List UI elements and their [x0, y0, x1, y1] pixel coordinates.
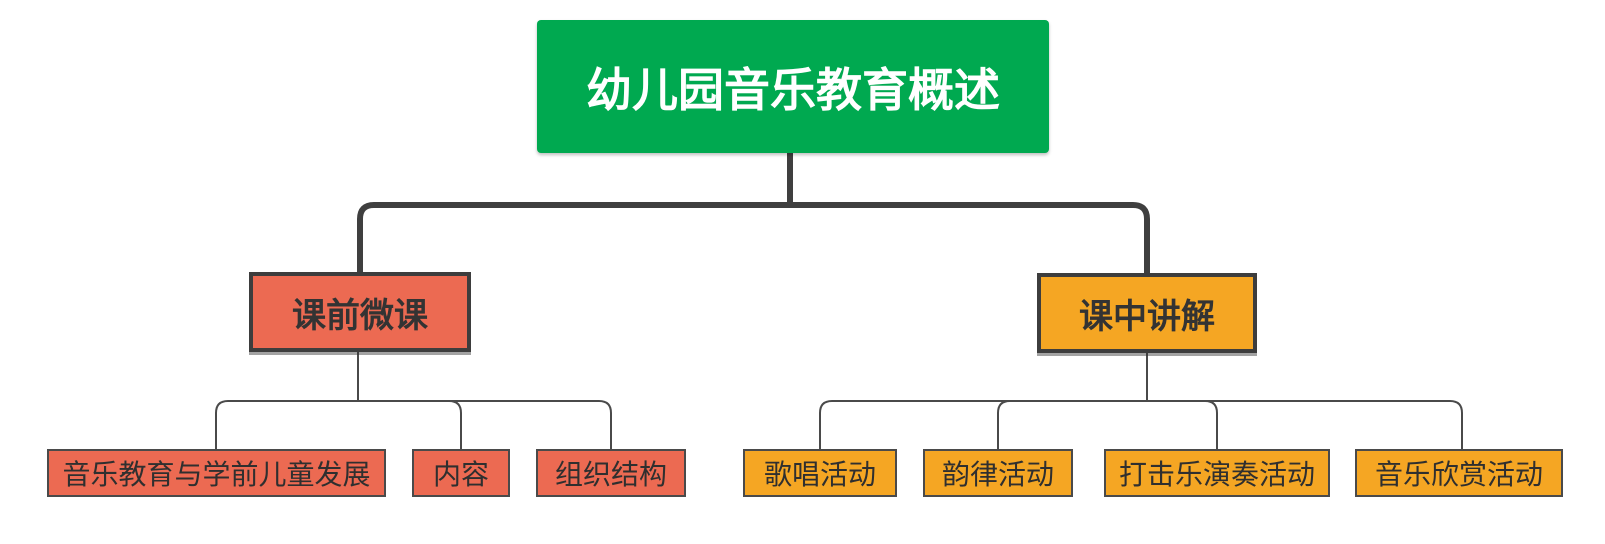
leaf-node-label: 音乐教育与学前儿童发展: [62, 459, 371, 490]
branch-node-label: 课前微课: [292, 296, 428, 335]
leaf-node-label: 打击乐演奏活动: [1118, 459, 1315, 490]
leaf-node-organization-structure[interactable]: 组织结构: [536, 449, 686, 497]
leaf-node-label: 组织结构: [554, 459, 667, 490]
root-node[interactable]: 幼儿园音乐教育概述: [537, 20, 1049, 153]
branch-node-in-class[interactable]: 课中讲解: [1037, 273, 1257, 353]
leaf-l3-line: [358, 400, 612, 449]
leaf-node-content[interactable]: 内容: [412, 449, 510, 497]
leaf-node-label: 歌唱活动: [763, 459, 876, 490]
branch-node-pre-class[interactable]: 课前微课: [249, 272, 471, 352]
leaf-node-music-appreciation-activity[interactable]: 音乐欣赏活动: [1355, 449, 1563, 497]
leaf-node-rhythm-activity[interactable]: 韵律活动: [923, 449, 1073, 497]
root-node-label: 幼儿园音乐教育概述: [586, 63, 1000, 116]
leaf-node-label: 韵律活动: [941, 459, 1054, 490]
leaf-node-percussion-performance-activity[interactable]: 打击乐演奏活动: [1104, 449, 1330, 497]
leaf-l1-line: [215, 400, 358, 449]
leaf-r1-line: [819, 400, 1147, 449]
leaf-node-singing-activity[interactable]: 歌唱活动: [743, 449, 897, 497]
leaf-node-label: 音乐欣赏活动: [1374, 459, 1543, 490]
branch-node-label: 课中讲解: [1079, 297, 1215, 336]
level1-elbow-line: [357, 202, 1150, 273]
leaf-r2-line: [997, 400, 1147, 449]
leaf-r4-line: [1147, 400, 1463, 449]
leaf-r3-line: [1147, 400, 1218, 449]
leaf-l2-line: [358, 400, 462, 449]
leaf-node-music-education-development[interactable]: 音乐教育与学前儿童发展: [47, 449, 386, 497]
leaf-node-label: 内容: [432, 459, 489, 490]
